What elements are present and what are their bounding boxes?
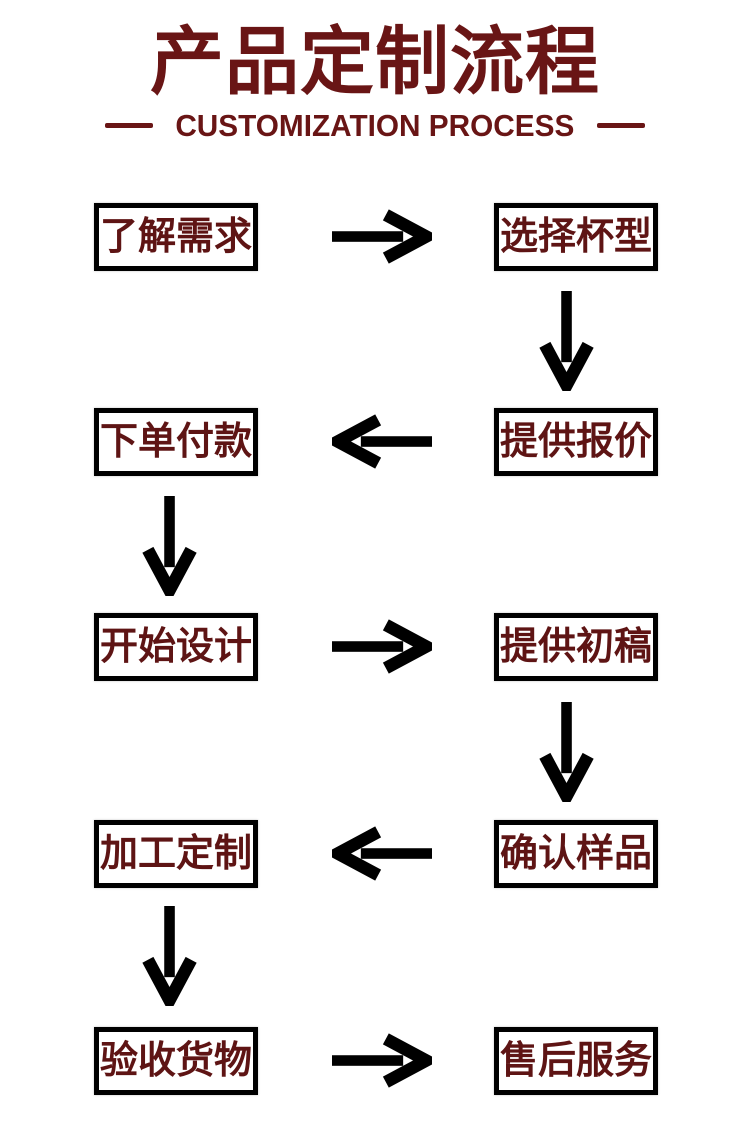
step-label: 提供初稿 bbox=[499, 626, 652, 668]
step-label: 验收货物 bbox=[99, 1040, 252, 1082]
step-label: 提供报价 bbox=[499, 421, 652, 463]
arrow-down-icon bbox=[141, 906, 199, 1006]
step-box-provide-quote: 提供报价 bbox=[494, 408, 658, 476]
step-label: 开始设计 bbox=[99, 626, 252, 668]
page-subtitle-row: CUSTOMIZATION PROCESS bbox=[0, 108, 750, 144]
step-label: 了解需求 bbox=[99, 216, 252, 258]
step-box-confirm-sample: 确认样品 bbox=[494, 820, 658, 888]
arrow-right-icon bbox=[332, 208, 432, 266]
step-box-choose-cup-type: 选择杯型 bbox=[494, 203, 658, 271]
arrow-right-icon bbox=[332, 1032, 432, 1090]
arrow-left-icon bbox=[332, 413, 432, 471]
step-box-understand-needs: 了解需求 bbox=[94, 203, 258, 271]
page-subtitle: CUSTOMIZATION PROCESS bbox=[175, 107, 575, 143]
arrow-down-icon bbox=[538, 291, 596, 391]
step-box-start-design: 开始设计 bbox=[94, 613, 258, 681]
step-box-order-and-pay: 下单付款 bbox=[94, 408, 258, 476]
arrow-down-icon bbox=[538, 702, 596, 802]
arrow-right-icon bbox=[332, 618, 432, 676]
step-box-process-customize: 加工定制 bbox=[94, 820, 258, 888]
arrow-down-icon bbox=[141, 496, 199, 596]
subtitle-dash-right bbox=[596, 123, 645, 129]
subtitle-dash-left bbox=[105, 123, 154, 129]
page-title: 产品定制流程 bbox=[150, 20, 600, 103]
step-label: 售后服务 bbox=[499, 1040, 652, 1082]
step-label: 加工定制 bbox=[99, 833, 252, 875]
diagram-header: 产品定制流程 CUSTOMIZATION PROCESS bbox=[0, 22, 750, 144]
step-label: 确认样品 bbox=[499, 833, 652, 875]
step-label: 下单付款 bbox=[99, 421, 252, 463]
arrow-left-icon bbox=[332, 825, 432, 883]
step-box-after-sales-service: 售后服务 bbox=[494, 1027, 658, 1095]
step-box-inspect-goods: 验收货物 bbox=[94, 1027, 258, 1095]
step-box-provide-draft: 提供初稿 bbox=[494, 613, 658, 681]
step-label: 选择杯型 bbox=[499, 216, 652, 258]
